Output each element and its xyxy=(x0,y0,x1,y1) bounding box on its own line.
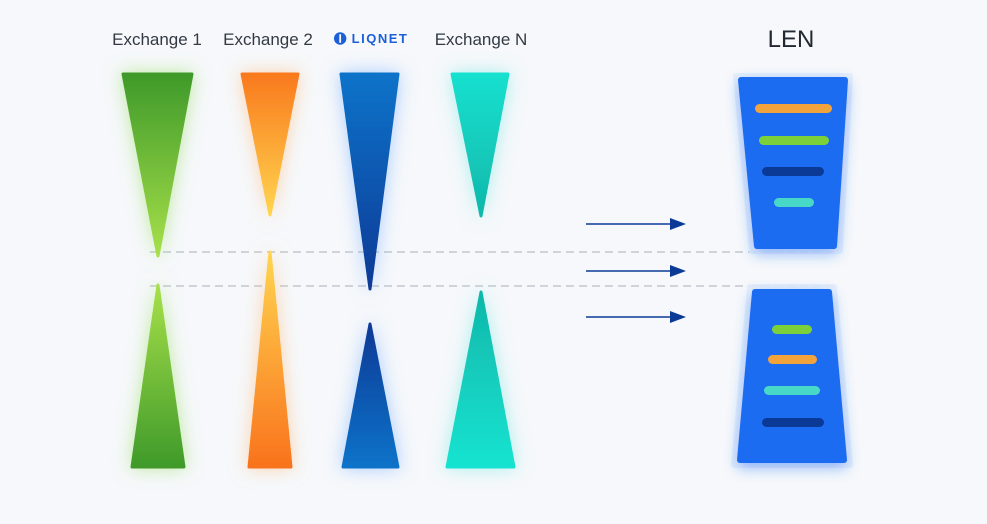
exchange-n-ask-wedge xyxy=(450,72,510,218)
exchange-2-bid-wedge xyxy=(247,250,293,469)
len-ask-bar xyxy=(762,167,824,176)
label-exchange-2: Exchange 2 xyxy=(223,30,313,49)
arrow-right-icon xyxy=(586,218,686,230)
liqnet-logo-icon xyxy=(333,32,347,45)
liqnet-logo: LIQNET xyxy=(333,31,409,46)
arrow-right-icon xyxy=(586,311,686,323)
label-exchange-n: Exchange N xyxy=(434,30,528,49)
exchange-2-ask-wedge xyxy=(240,72,300,217)
len-bid-bar xyxy=(762,418,824,427)
len-ask-bar xyxy=(755,104,832,113)
label-exchange-1: Exchange 1 xyxy=(112,30,202,49)
liqnet-logo-text: LIQNET xyxy=(351,31,409,46)
len-bid-bar xyxy=(764,386,820,395)
liqnet-bid-wedge xyxy=(341,322,400,469)
len-panel-bids xyxy=(731,284,853,468)
exchange-1-ask-wedge xyxy=(121,72,194,258)
len-ask-bar xyxy=(774,198,814,207)
arrow-right-icon xyxy=(586,265,686,277)
exchange-n-bid-wedge xyxy=(445,290,516,469)
len-bid-bar xyxy=(768,355,817,364)
len-panel-asks xyxy=(733,73,853,254)
exchange-1-bid-wedge xyxy=(130,283,186,469)
len-title: LEN xyxy=(767,26,815,53)
len-bid-bar xyxy=(772,325,812,334)
liqnet-ask-wedge xyxy=(339,72,400,291)
len-ask-bar xyxy=(759,136,829,145)
